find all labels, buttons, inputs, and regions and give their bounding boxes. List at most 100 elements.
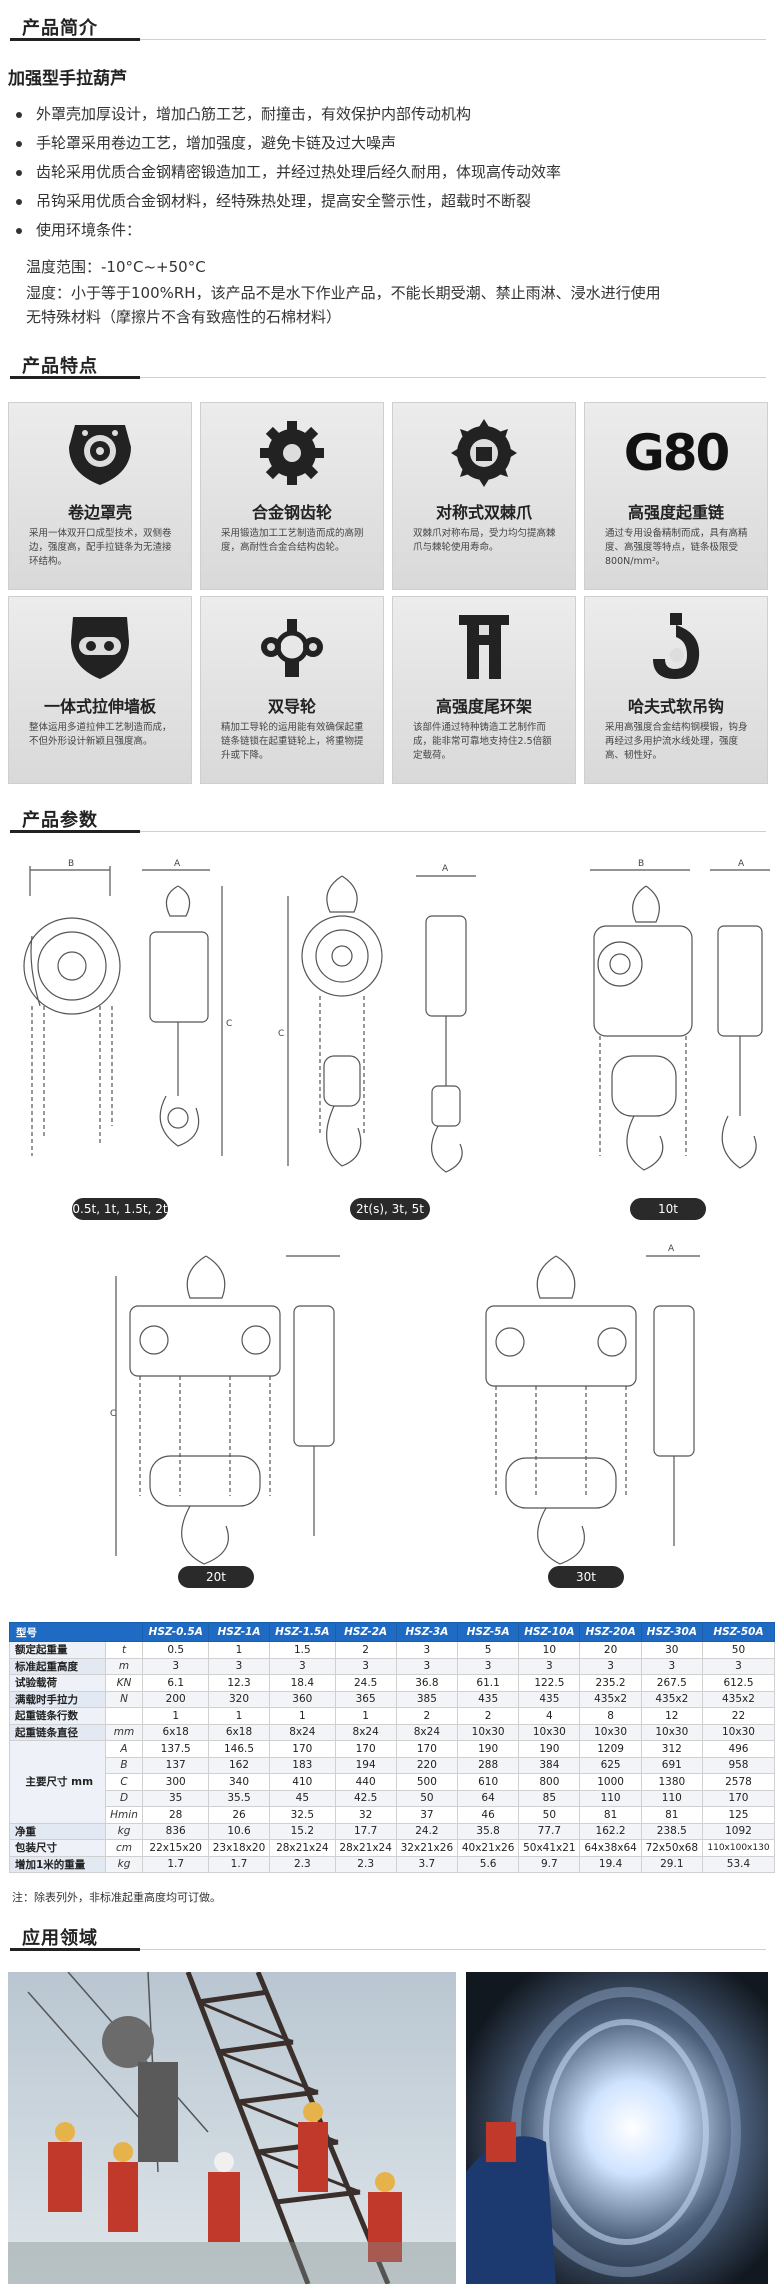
table-cell: 29.1 xyxy=(640,1855,703,1873)
table-cell: 162.2 xyxy=(579,1822,642,1840)
table-row-label: 起重链条行数 xyxy=(9,1707,106,1725)
table-cell: 8x24 xyxy=(269,1723,336,1741)
table-cell: 3 xyxy=(207,1657,271,1675)
table-row-unit: cm xyxy=(104,1839,144,1857)
params-section: 产品参数 xyxy=(0,800,776,836)
feature-card-gear: 合金钢齿轮 采用锻造加工工艺制造而成的高刚度，高耐性合金合结构齿轮。 xyxy=(200,402,384,590)
intro-bullet: 手轮罩采用卷边工艺，增加强度，避免卡链及过大噪声 xyxy=(12,129,561,158)
table-cell: 6.1 xyxy=(142,1674,209,1692)
table-cell: 110 xyxy=(640,1789,703,1807)
feature-cards: 卷边罩壳 采用一体双开口成型技术，双侧卷边，强度高，配手拉链条为无渣接环结构。 … xyxy=(8,402,768,792)
table-cell: 10 xyxy=(518,1641,581,1659)
feature-card-desc: 通过专用设备精制而成，具有高精度、高强度等特点，链条极限受800N/mm²。 xyxy=(605,528,748,567)
application-photo-welding xyxy=(466,1972,768,2284)
table-cell: 24.5 xyxy=(334,1674,397,1692)
table-cell: 800 xyxy=(518,1773,581,1791)
table-cell: 8 xyxy=(579,1707,642,1725)
params-header: 产品参数 xyxy=(0,800,776,836)
features-section: 产品特点 xyxy=(0,346,776,382)
table-row-unit: kg xyxy=(104,1855,144,1873)
table-cell: 183 xyxy=(269,1756,336,1774)
table-cell: 50x41x21 xyxy=(518,1839,581,1857)
table-cell: 32x21x26 xyxy=(395,1839,459,1857)
table-row-label: 起重链条直径 xyxy=(9,1723,106,1741)
table-cell: 64 xyxy=(456,1789,520,1807)
table-cell: 77.7 xyxy=(518,1822,581,1840)
table-cell: 8x24 xyxy=(334,1723,397,1741)
table-cell: 385 xyxy=(395,1690,459,1708)
hoist-diagram-small: B A C xyxy=(23,859,232,1156)
table-header: HSZ-20A xyxy=(579,1622,642,1642)
dim-label: B xyxy=(638,859,644,869)
table-cell: 15.2 xyxy=(269,1822,336,1840)
table-cell: 340 xyxy=(207,1773,271,1791)
table-cell: 10x30 xyxy=(640,1723,703,1741)
table-header-row: 型号 HSZ-0.5A HSZ-1A HSZ-1.5A HSZ-2A HSZ-3… xyxy=(8,1622,776,1642)
table-row-label: 标准起重高度 xyxy=(9,1657,106,1675)
table-cell: 110 xyxy=(579,1789,642,1807)
table-row-unit: B xyxy=(104,1756,144,1774)
table-cell: 3 xyxy=(395,1657,459,1675)
table-cell: 125 xyxy=(701,1806,776,1824)
dim-label: C xyxy=(278,1029,284,1039)
dim-label: C xyxy=(110,1409,116,1419)
table-cell: 137.5 xyxy=(142,1740,209,1758)
table-cell: 81 xyxy=(579,1806,642,1824)
table-row-label: 试验载荷 xyxy=(9,1674,106,1692)
table-cell: 35 xyxy=(142,1789,209,1807)
table-cell: 2578 xyxy=(701,1773,776,1791)
table-cell: 2 xyxy=(395,1707,459,1725)
table-cell: 12.3 xyxy=(207,1674,271,1692)
table-cell: 3 xyxy=(701,1657,776,1675)
table-cell: 365 xyxy=(334,1690,397,1708)
table-row-unit: mm xyxy=(104,1723,144,1741)
guide-wheel-icon xyxy=(261,619,323,677)
product-name: 加强型手拉葫芦 xyxy=(8,69,127,89)
table-row-unit: C xyxy=(104,1773,144,1791)
hook-icon xyxy=(653,613,700,679)
params-table: 型号 HSZ-0.5A HSZ-1A HSZ-1.5A HSZ-2A HSZ-3… xyxy=(8,1622,776,1873)
table-cell: 53.4 xyxy=(701,1855,776,1873)
table-cell: 61.1 xyxy=(456,1674,520,1692)
table-cell: 3.7 xyxy=(395,1855,459,1873)
table-cell: 3 xyxy=(269,1657,336,1675)
intro-bullet-list: 外罩壳加厚设计，增加凸筋工艺，耐撞击，有效保护内部传动机构 手轮罩采用卷边工艺，… xyxy=(12,100,561,245)
table-cell: 410 xyxy=(269,1773,336,1791)
table-cell: 10x30 xyxy=(518,1723,581,1741)
table-cell: 170 xyxy=(334,1740,397,1758)
table-cell: 1 xyxy=(207,1641,271,1659)
table-cell: 110x100x130 xyxy=(701,1839,776,1857)
feature-card-title: 卷边罩壳 xyxy=(67,503,132,522)
table-cell: 50 xyxy=(518,1806,581,1824)
section-divider xyxy=(10,1948,766,1951)
feature-card-title: 合金钢齿轮 xyxy=(251,503,332,522)
table-cell: 288 xyxy=(456,1756,520,1774)
feature-card-desc: 双棘爪对称布局，受力均匀提高棘爪与棘轮使用寿命。 xyxy=(413,528,556,553)
table-cell: 1 xyxy=(269,1707,336,1725)
env-humidity: 湿度：小于等于100%RH，该产品不是水下作业产品，不能长期受潮、禁止雨淋、浸水… xyxy=(26,284,661,302)
section-divider xyxy=(10,830,766,833)
feature-card-desc: 采用高强度合金结构钢模锻，钩身再经过多用护流水线处理，强度高、韧性好。 xyxy=(605,722,748,761)
feature-card-desc: 整体运用多道拉伸工艺制造而成，不但外形设计新颖且强度高。 xyxy=(29,722,172,747)
table-cell: 19.4 xyxy=(579,1855,642,1873)
intro-title: 产品简介 xyxy=(22,18,98,39)
params-title: 产品参数 xyxy=(22,810,98,831)
table-cell: 3 xyxy=(142,1657,209,1675)
table-header: 型号 xyxy=(8,1622,144,1642)
table-note: 注：除表列外，非标准起重高度均可订做。 xyxy=(12,1891,221,1904)
tail-ring-icon xyxy=(459,615,509,679)
table-cell: 238.5 xyxy=(640,1822,703,1840)
ratchet-icon xyxy=(451,419,517,487)
table-cell: 312 xyxy=(640,1740,703,1758)
table-row-label: 包装尺寸 xyxy=(9,1839,106,1857)
dim-label: C xyxy=(226,1019,232,1029)
table-cell: 30 xyxy=(640,1641,703,1659)
table-cell: 1.5 xyxy=(269,1641,336,1659)
table-cell: 10x30 xyxy=(579,1723,642,1741)
feature-card-desc: 精加工导轮的运用能有效确保起重链条链锁在起重链轮上，将重物提升或下降。 xyxy=(221,722,364,761)
table-cell: 50 xyxy=(701,1641,776,1659)
env-temperature: 温度范围：-10°C~+50°C xyxy=(26,258,206,276)
